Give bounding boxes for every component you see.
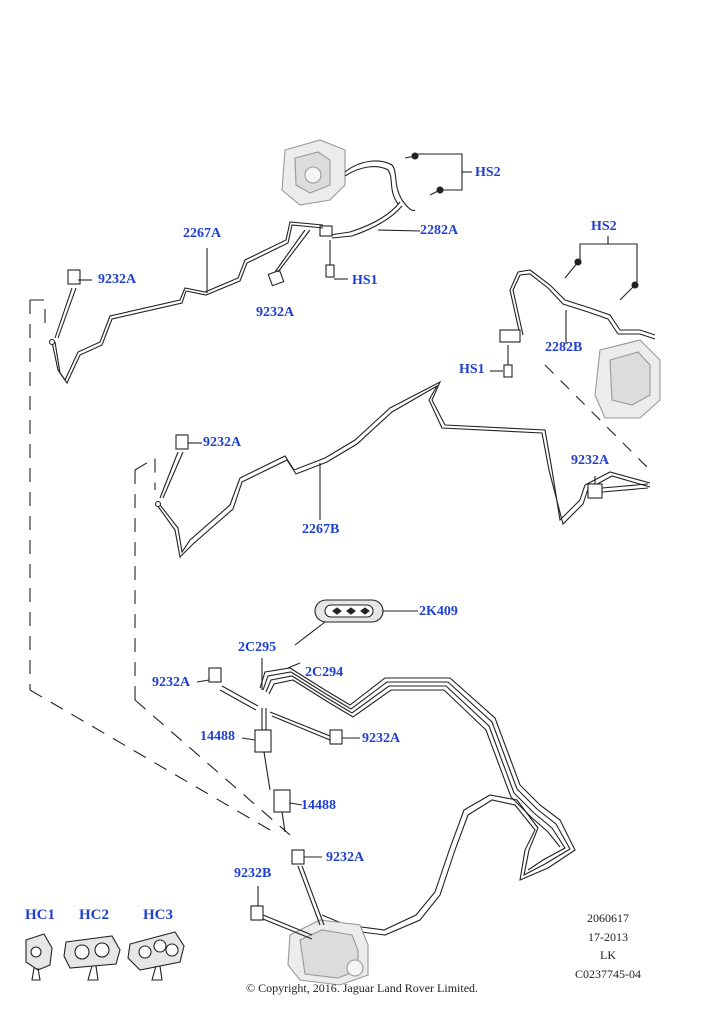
reference-line-3: LK bbox=[600, 948, 616, 962]
hs1-top-bolt bbox=[325, 240, 348, 280]
clip-hc1 bbox=[25, 933, 53, 981]
label-9232a-6[interactable]: 9232A bbox=[362, 731, 401, 746]
label-hs2-right[interactable]: HS2 bbox=[591, 219, 617, 234]
dashed-guide-left bbox=[29, 299, 271, 831]
reference-line-1: 2060617 bbox=[587, 911, 629, 925]
label-9232a-3[interactable]: 9232A bbox=[203, 435, 242, 450]
front-caliper-top bbox=[281, 139, 346, 206]
brake-pipe-2267b bbox=[154, 380, 651, 559]
label-9232a-7[interactable]: 9232A bbox=[326, 850, 365, 865]
clip-hc2 bbox=[63, 935, 121, 981]
connector-14488-2 bbox=[273, 789, 303, 833]
label-hs1-top[interactable]: HS1 bbox=[352, 273, 378, 288]
fitting-9232a-3 bbox=[159, 434, 202, 499]
fitting-9232a-7 bbox=[291, 849, 325, 926]
label-2c295[interactable]: 2C295 bbox=[238, 640, 277, 655]
label-2267a[interactable]: 2267A bbox=[183, 226, 222, 241]
reference-line-2: 17-2013 bbox=[588, 929, 628, 944]
reference-line-4: C0237745-04 bbox=[575, 966, 641, 981]
copyright-notice: © Copyright, 2016. Jaguar Land Rover Lim… bbox=[245, 981, 479, 995]
dashed-guide-right bbox=[544, 364, 651, 471]
fitting-9232a-1 bbox=[267, 229, 311, 287]
reference-block: 2060617 17-2013 LK C0237745-04 bbox=[568, 909, 648, 983]
label-9232a-2[interactable]: 9232A bbox=[256, 305, 295, 320]
label-14488-1[interactable]: 14488 bbox=[200, 729, 235, 744]
label-hs1-right[interactable]: HS1 bbox=[459, 362, 485, 377]
fitting-9232a-6 bbox=[269, 711, 360, 745]
label-2c294[interactable]: 2C294 bbox=[305, 665, 344, 680]
connector-14488-1 bbox=[241, 708, 272, 791]
label-9232b[interactable]: 9232B bbox=[234, 866, 272, 881]
label-14488-2[interactable]: 14488 bbox=[301, 798, 336, 813]
label-hc3[interactable]: HC3 bbox=[143, 907, 173, 923]
hs2-right-bracket bbox=[579, 236, 638, 282]
abs-module bbox=[287, 919, 369, 986]
label-hc2[interactable]: HC2 bbox=[79, 907, 109, 923]
brake-hose-2282b bbox=[499, 258, 656, 343]
leader-2282a bbox=[377, 229, 421, 232]
label-9232a-4[interactable]: 9232A bbox=[571, 453, 610, 468]
brake-pipe-2267a bbox=[48, 221, 324, 385]
clip-hc3 bbox=[127, 931, 185, 981]
label-2282a[interactable]: 2282A bbox=[420, 223, 459, 238]
label-9232a-5[interactable]: 9232A bbox=[152, 675, 191, 690]
brake-hose-2282a bbox=[319, 152, 444, 239]
label-hs2-top[interactable]: HS2 bbox=[475, 165, 501, 180]
front-caliper-right bbox=[594, 339, 661, 419]
fitting-9232a-2 bbox=[54, 269, 92, 339]
fitting-9232a-5 bbox=[196, 667, 259, 711]
hs1-right-bolt bbox=[490, 345, 513, 378]
label-2282b[interactable]: 2282B bbox=[545, 340, 583, 355]
label-2k409[interactable]: 2K409 bbox=[419, 604, 458, 619]
brake-pipe-bundle bbox=[259, 662, 576, 936]
label-9232a-1[interactable]: 9232A bbox=[98, 272, 137, 287]
dashed-guide-mid bbox=[134, 457, 291, 836]
label-2267b[interactable]: 2267B bbox=[302, 522, 340, 537]
fitting-9232b bbox=[250, 886, 313, 940]
grommet-2k409 bbox=[294, 599, 418, 646]
label-hc1[interactable]: HC1 bbox=[25, 907, 55, 923]
hs2-top-bracket bbox=[418, 153, 472, 191]
fitting-9232a-4 bbox=[587, 476, 649, 499]
